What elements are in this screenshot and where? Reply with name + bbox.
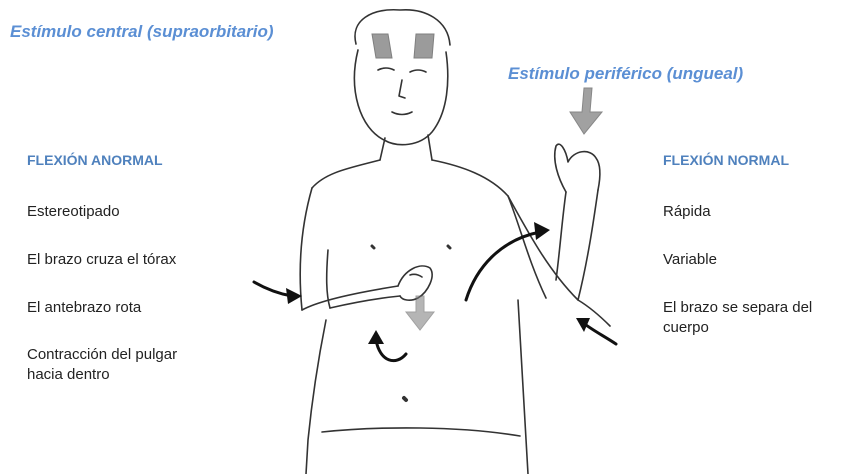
- normal-arrowhead: [534, 222, 550, 240]
- right-shoulder: [432, 160, 508, 196]
- abnormal-item-3: El antebrazo rota: [27, 298, 141, 318]
- left-arm-outer: [300, 188, 312, 310]
- abnormal-item-4: Contracción del pulgar hacia dentro: [27, 345, 202, 385]
- abnormal-item-2: El brazo cruza el tórax: [27, 250, 176, 270]
- supraorbital-pressure-right: [414, 34, 434, 58]
- waistband: [322, 428, 520, 436]
- abnormal-item-1: Estereotipado: [27, 202, 120, 222]
- right-forearm-outer: [578, 190, 598, 300]
- normal-item-2: Variable: [663, 250, 717, 270]
- normal-flexion-title: FLEXIÓN NORMAL: [663, 152, 789, 168]
- chest-pressure-arrow: [406, 296, 434, 330]
- normal-movement-arrow: [466, 232, 540, 300]
- right-upper-arm: [508, 196, 546, 298]
- left-torso: [306, 320, 326, 474]
- peripheral-stimulus-label: Estímulo periférico (ungueal): [508, 64, 743, 84]
- central-stimulus-label: Estímulo central (supraorbitario): [10, 22, 274, 42]
- right-eye: [410, 70, 426, 72]
- right-forearm-inner: [556, 192, 566, 280]
- normal-item-1: Rápida: [663, 202, 711, 222]
- left-shoulder: [312, 160, 380, 188]
- nail-pressure-arrow: [570, 88, 602, 134]
- separation-arrow: [582, 322, 616, 344]
- rotation-arrowhead: [368, 330, 384, 344]
- mouth: [392, 112, 412, 115]
- abnormal-flexion-title: FLEXIÓN ANORMAL: [27, 152, 163, 168]
- abnormal-arrowhead: [286, 288, 302, 304]
- right-torso: [518, 300, 528, 474]
- right-hand: [555, 144, 600, 192]
- left-fist: [398, 266, 432, 300]
- hair: [355, 10, 450, 45]
- left-eye: [378, 68, 394, 70]
- supraorbital-pressure-left: [372, 34, 392, 58]
- nose: [399, 80, 405, 98]
- normal-item-3: El brazo se separa del cuerpo: [663, 298, 848, 338]
